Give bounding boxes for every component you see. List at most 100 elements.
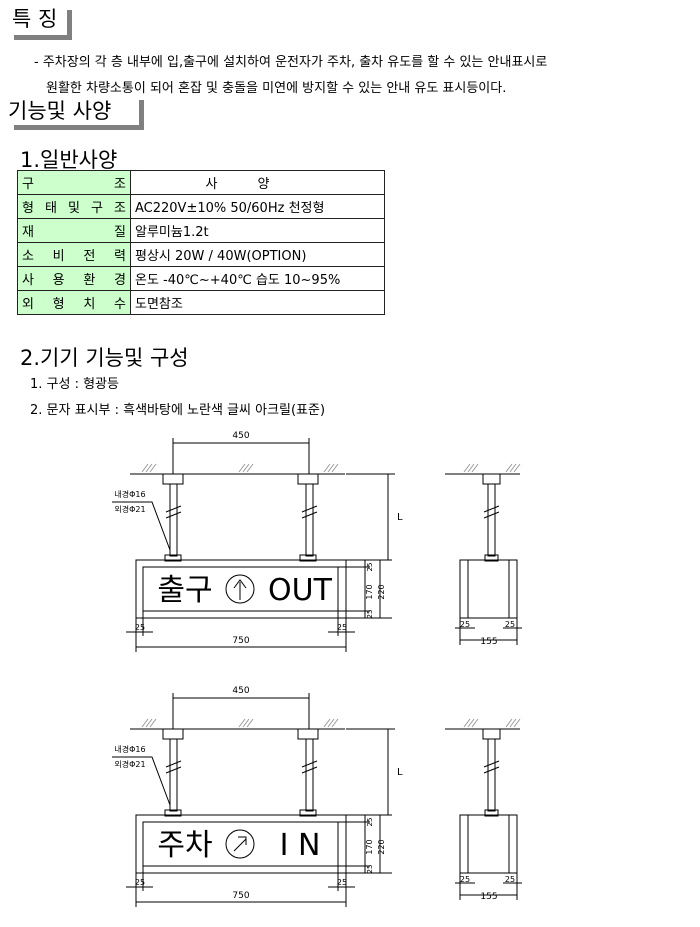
function-item-2: 2. 문자 표시부 : 흑색바탕에 노란색 글씨 아크릴(표준) <box>30 403 326 418</box>
spec-heading: 기능및 사양 <box>8 98 111 124</box>
ceiling-hatch <box>141 463 157 473</box>
side-dim-margin: 25 <box>505 875 515 884</box>
sign-text: 주차 <box>157 828 212 863</box>
dim-height: 220 <box>377 584 386 599</box>
dim-margin-left: 25 <box>135 623 145 632</box>
mount-bracket <box>162 473 184 485</box>
ceiling-hatch <box>238 718 254 728</box>
break-mark <box>165 760 182 774</box>
break-mark <box>483 760 500 774</box>
suspension-rod <box>305 483 314 557</box>
ceiling-hatch <box>463 718 479 728</box>
sign-housing <box>135 814 347 874</box>
suspension-rod <box>169 738 178 812</box>
sign-text-2: OUT <box>268 573 333 608</box>
dim-margin-bottom: 25 <box>366 865 374 874</box>
ceiling-hatch <box>505 463 521 473</box>
ceiling-hatch <box>238 463 254 473</box>
heading-underline <box>14 125 144 130</box>
side-dim-margin: 25 <box>460 620 470 629</box>
dim-width: 750 <box>232 636 249 646</box>
header-spec: 사양 <box>130 170 385 195</box>
arrow-circle <box>225 574 255 604</box>
dim-inner: 170 <box>365 839 374 854</box>
break-mark <box>483 505 500 519</box>
dim-length: L <box>397 512 403 523</box>
row-value: 온도 -40℃~+40℃ 습도 10~95% <box>130 266 385 291</box>
up-arrow-icon <box>233 579 247 600</box>
heading-bar <box>67 10 72 40</box>
ceiling-hatch <box>505 718 521 728</box>
mount-bracket <box>482 473 501 485</box>
break-mark <box>301 505 318 519</box>
dim-margin-left: 25 <box>135 878 145 887</box>
inner-diameter-label: 내경Φ16 <box>114 489 145 499</box>
sign-panel <box>142 566 339 612</box>
ceiling-hatch <box>463 463 479 473</box>
sign-panel <box>142 821 339 867</box>
outer-diameter-label: 외경Φ21 <box>114 504 145 514</box>
rod-flange <box>299 554 317 562</box>
spec-heading-text: 기능및 사양 <box>8 99 112 123</box>
dim-height: 220 <box>377 839 386 854</box>
suspension-rod <box>305 738 314 812</box>
mount-bracket <box>297 728 319 740</box>
function-item-1: 1. 구성 : 형광등 <box>30 377 119 392</box>
side-dim-margin: 25 <box>460 875 470 884</box>
sign-housing <box>135 559 347 619</box>
dim-side-depth: 155 <box>480 637 497 647</box>
side-housing <box>459 559 518 619</box>
rod-flange <box>299 809 317 817</box>
break-mark <box>165 505 182 519</box>
dim-span: 450 <box>232 431 249 441</box>
side-dim-margin: 25 <box>505 620 515 629</box>
dim-margin-top: 25 <box>366 563 374 572</box>
dim-margin-right: 25 <box>337 623 347 632</box>
rod-flange <box>164 554 182 562</box>
sign-text-2: I N <box>280 828 321 863</box>
features-heading: 특 징 <box>12 6 57 32</box>
dim-margin-bottom: 25 <box>366 610 374 619</box>
dim-inner: 170 <box>365 584 374 599</box>
side-housing <box>459 814 518 874</box>
ceiling-hatch <box>323 718 339 728</box>
row-value: 평상시 20W / 40W(OPTION) <box>130 242 385 267</box>
dim-span: 450 <box>232 686 249 696</box>
rod-flange <box>484 809 499 817</box>
features-heading-text: 특 징 <box>12 7 58 31</box>
leader-line <box>112 501 171 551</box>
row-value: 도면참조 <box>130 290 385 315</box>
mount-bracket <box>297 473 319 485</box>
sign-text: 출구 <box>157 573 212 608</box>
features-line-1: - 주차장의 각 층 내부에 입,출구에 설치하여 운전자가 주차, 출차 유도… <box>34 55 548 70</box>
dim-side-depth: 155 <box>480 892 497 902</box>
dim-width: 750 <box>232 891 249 901</box>
suspension-rod <box>487 483 496 557</box>
mount-bracket <box>482 728 501 740</box>
features-line-2: 원활한 차량소통이 되어 혼잡 및 충돌을 미연에 방지할 수 있는 안내 유도… <box>46 81 507 96</box>
leader-line <box>112 756 171 806</box>
ceiling-hatch <box>141 718 157 728</box>
dim-margin-top: 25 <box>366 818 374 827</box>
dim-length: L <box>397 767 403 778</box>
rod-flange <box>484 554 499 562</box>
row-value: 알루미늄1.2t <box>130 218 385 243</box>
row-value: AC220V±10% 50/60Hz 천정형 <box>130 194 385 219</box>
ceiling-hatch <box>323 463 339 473</box>
inner-diameter-label: 내경Φ16 <box>114 744 145 754</box>
outer-diameter-label: 외경Φ21 <box>114 759 145 769</box>
mount-bracket <box>162 728 184 740</box>
heading-bar <box>139 100 144 130</box>
